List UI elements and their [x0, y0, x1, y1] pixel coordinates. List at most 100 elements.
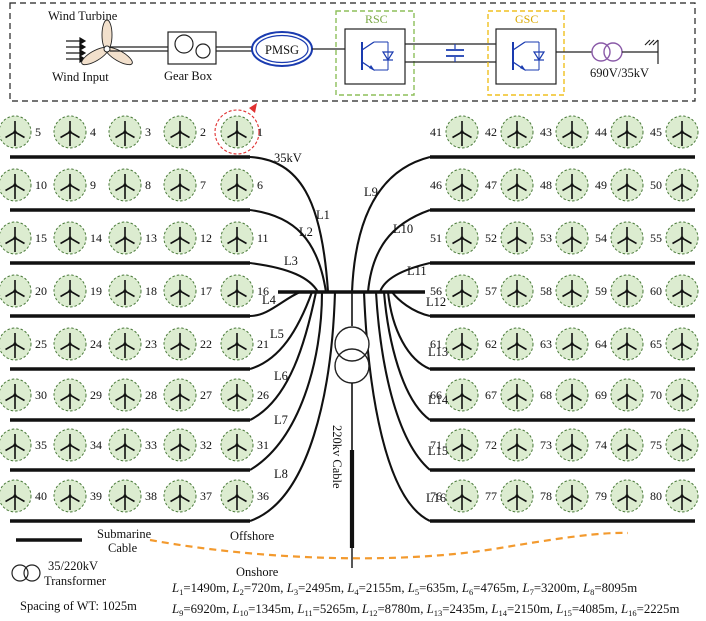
- turbine-number-label: 24: [90, 337, 102, 351]
- turbine-number-label: 73: [540, 438, 552, 452]
- rsc-frame: [335, 10, 415, 96]
- turbine-number-label: 28: [145, 388, 157, 402]
- turbine-number-label: 27: [200, 388, 212, 402]
- length-value: =2435m,: [442, 602, 491, 616]
- length-symbol: L: [620, 602, 628, 616]
- turbine-number-label: 4: [90, 125, 96, 139]
- turbine-number-label: 36: [257, 489, 269, 503]
- turbine-number-label: 66: [430, 388, 442, 402]
- wind-turbine-icon: [555, 428, 589, 462]
- turbine-number-label: 60: [650, 284, 662, 298]
- wind-turbine-icon: [445, 327, 479, 361]
- ground-icon: [644, 39, 659, 64]
- length-symbol: L: [582, 581, 590, 595]
- length-symbol: L: [426, 602, 434, 616]
- wind-turbine-icon: [0, 274, 32, 308]
- wind-turbine-icon: [555, 115, 589, 149]
- wind-turbine-icon: [445, 428, 479, 462]
- wind-turbine-icon: [108, 115, 142, 149]
- wind-turbine-icon: [163, 115, 197, 149]
- wind-turbine-icon: [53, 115, 87, 149]
- wind-turbine-icon: [665, 274, 699, 308]
- wind-turbine-icon: [163, 168, 197, 202]
- length-index: 4: [354, 587, 359, 597]
- wind-turbine-icon: [610, 327, 644, 361]
- legend-transformer-label-2: Transformer: [44, 574, 107, 588]
- export-cable-label: 220kv Cable: [330, 425, 344, 489]
- turbine-number-label: 8: [145, 178, 151, 192]
- length-symbol: L: [232, 602, 240, 616]
- wind-turbine-icon: [108, 428, 142, 462]
- wind-turbine-icon: [220, 479, 254, 513]
- feeder-label: L10: [393, 222, 413, 236]
- legend-cable-label-2: Cable: [108, 541, 138, 555]
- turbine-number-label: 44: [595, 125, 607, 139]
- wind-turbine-icon: [665, 115, 699, 149]
- wind-turbine-icon: [555, 221, 589, 255]
- feeder-label: L11: [407, 264, 427, 278]
- turbine-number-label: 68: [540, 388, 552, 402]
- turbine-number-label: 3: [145, 125, 151, 139]
- wind-input-arrows-icon: [66, 36, 87, 64]
- length-index: 2: [240, 587, 244, 597]
- length-index: 8: [590, 587, 594, 597]
- turbine-number-label: 30: [35, 388, 47, 402]
- turbine-rotor-icon: [81, 19, 133, 66]
- wind-turbine-icon: [500, 479, 534, 513]
- turbine-number-label: 71: [430, 438, 442, 452]
- turbine-number-label: 65: [650, 337, 662, 351]
- turbine-number-label: 46: [430, 178, 442, 192]
- feeder-label: L8: [274, 467, 288, 481]
- wind-turbine-icon: [108, 168, 142, 202]
- turbine-number-label: 34: [90, 438, 102, 452]
- length-symbol: L: [361, 602, 369, 616]
- pmsg-label: PMSG: [265, 43, 299, 57]
- wind-turbine-icon: [163, 378, 197, 412]
- wind-turbine-icon: [0, 428, 32, 462]
- turbine-number-label: 55: [650, 231, 662, 245]
- wind-turbine-icon: [500, 221, 534, 255]
- turbine-number-label: 6: [257, 178, 263, 192]
- rsc-converter-icon: [344, 28, 406, 85]
- turbine-number-label: 15: [35, 231, 47, 245]
- turbine-number-label: 38: [145, 489, 157, 503]
- wind-turbine-icon: [0, 168, 32, 202]
- wind-turbine-icon: [53, 274, 87, 308]
- wind-turbine-icon: [53, 378, 87, 412]
- turbine-number-label: 5: [35, 125, 41, 139]
- wind-turbine-icon: [500, 274, 534, 308]
- turbine-number-label: 37: [200, 489, 212, 503]
- turbine-number-label: 76: [430, 489, 442, 503]
- wind-turbine-icon: [500, 327, 534, 361]
- turbine-number-label: 19: [90, 284, 102, 298]
- turbine-number-label: 18: [145, 284, 157, 298]
- wind-turbine-icon: [500, 428, 534, 462]
- turbine-number-label: 7: [200, 178, 206, 192]
- wind-turbine-icon: [445, 168, 479, 202]
- wind-turbine-icon: [665, 221, 699, 255]
- gear-box-label: Gear Box: [164, 69, 213, 83]
- wind-turbine-icon: [445, 115, 479, 149]
- legend-cable-label-1: Submarine: [97, 527, 152, 541]
- turbine-number-label: 1: [257, 125, 263, 139]
- wind-turbine-icon: [555, 378, 589, 412]
- turbine-spacing-label: Spacing of WT: 1025m: [20, 599, 137, 613]
- turbine-number-label: 29: [90, 388, 102, 402]
- length-value: =5265m,: [313, 602, 362, 616]
- turbine-number-label: 22: [200, 337, 212, 351]
- wind-turbine-icon: [665, 168, 699, 202]
- cable-lengths-line-1: L1=1490m, L2=720m, L3=2495m, L4=2155m, L…: [171, 581, 637, 597]
- wind-turbine-icon: [500, 115, 534, 149]
- rsc-label: RSC: [365, 12, 388, 26]
- feeder-label: L7: [274, 413, 288, 427]
- turbine-number-label: 75: [650, 438, 662, 452]
- turbine-number-label: 42: [485, 125, 497, 139]
- turbine-number-label: 9: [90, 178, 96, 192]
- feeder-label: L3: [284, 254, 298, 268]
- offshore-transformer-icon: [334, 326, 370, 384]
- turbine-number-label: 40: [35, 489, 47, 503]
- turbine-number-label: 17: [200, 284, 212, 298]
- wind-turbine-icon: [665, 378, 699, 412]
